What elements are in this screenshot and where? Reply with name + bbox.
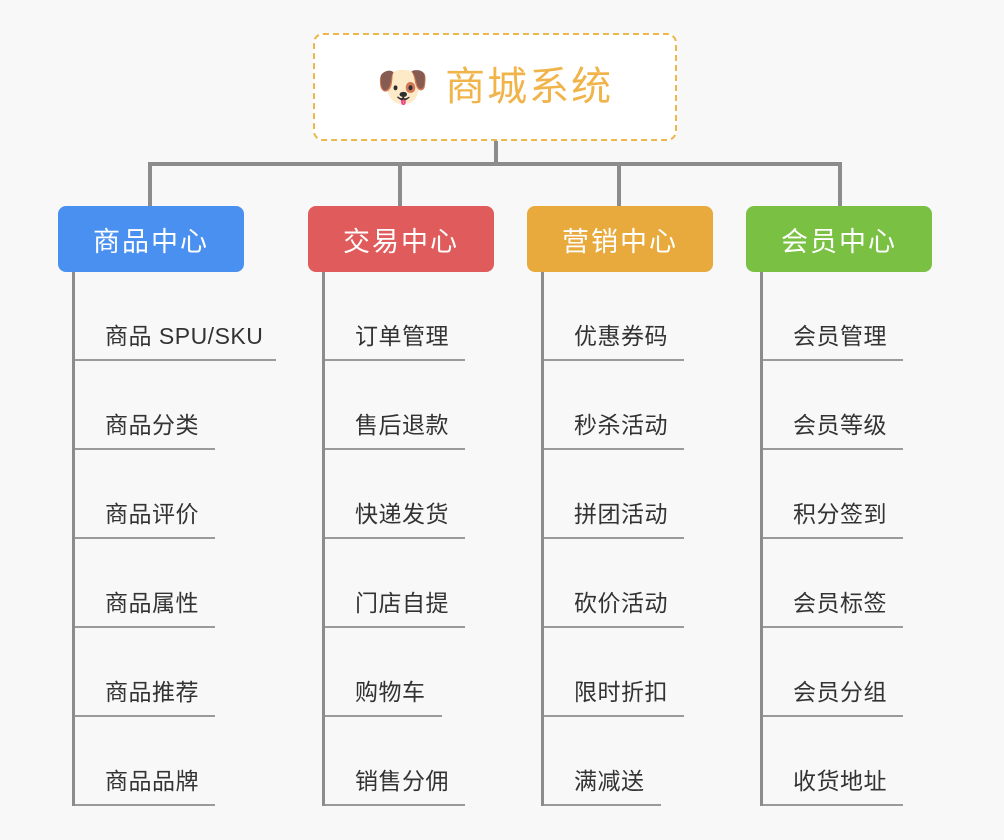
leaf-item-underline bbox=[325, 715, 442, 717]
leaf-item-label: 商品推荐 bbox=[105, 679, 199, 705]
leaf-item-underline bbox=[325, 626, 465, 628]
leaf-item[interactable]: 秒杀活动 bbox=[544, 361, 713, 450]
leaf-list-1: 商品 SPU/SKU 商品分类商品评价商品属性商品推荐商品品牌 bbox=[72, 272, 276, 806]
leaf-item-label: 优惠券码 bbox=[574, 323, 668, 349]
leaf-item-label: 限时折扣 bbox=[574, 679, 668, 705]
branch-header-4[interactable]: 会员中心 bbox=[746, 206, 932, 272]
connector-drop-4 bbox=[838, 162, 842, 208]
leaf-item-underline bbox=[763, 626, 903, 628]
connector-horizontal-bus bbox=[148, 162, 842, 166]
leaf-item-underline bbox=[763, 537, 903, 539]
leaf-item[interactable]: 售后退款 bbox=[325, 361, 494, 450]
leaf-item-label: 商品属性 bbox=[105, 590, 199, 616]
leaf-item[interactable]: 购物车 bbox=[325, 628, 494, 717]
leaf-item-label: 收货地址 bbox=[793, 768, 887, 794]
leaf-list-2: 订单管理售后退款快递发货门店自提购物车销售分佣 bbox=[322, 272, 494, 806]
connector-drop-2 bbox=[398, 162, 402, 208]
leaf-list-4: 会员管理会员等级积分签到会员标签会员分组收货地址 bbox=[760, 272, 932, 806]
leaf-item-underline bbox=[763, 359, 903, 361]
leaf-item[interactable]: 商品属性 bbox=[75, 539, 244, 628]
leaf-item[interactable]: 商品推荐 bbox=[75, 628, 244, 717]
leaf-item-underline bbox=[763, 715, 903, 717]
leaf-item-label: 会员等级 bbox=[793, 412, 887, 438]
leaf-item-underline bbox=[544, 715, 684, 717]
leaf-item[interactable]: 商品分类 bbox=[75, 361, 244, 450]
leaf-item-underline bbox=[544, 537, 684, 539]
leaf-item-label: 售后退款 bbox=[355, 412, 449, 438]
leaf-item-underline bbox=[325, 359, 465, 361]
leaf-item[interactable]: 会员分组 bbox=[763, 628, 932, 717]
leaf-item-label: 会员分组 bbox=[793, 679, 887, 705]
leaf-item[interactable]: 销售分佣 bbox=[325, 717, 494, 806]
leaf-item-underline bbox=[75, 537, 215, 539]
connector-root-stem bbox=[494, 141, 498, 165]
leaf-item[interactable]: 收货地址 bbox=[763, 717, 932, 806]
connector-drop-1 bbox=[148, 162, 152, 208]
branch-header-2[interactable]: 交易中心 bbox=[308, 206, 494, 272]
leaf-item-underline bbox=[75, 448, 215, 450]
leaf-item-underline bbox=[325, 537, 465, 539]
leaf-item-underline bbox=[75, 715, 215, 717]
leaf-item-label: 秒杀活动 bbox=[574, 412, 668, 438]
leaf-item[interactable]: 商品 SPU/SKU bbox=[75, 272, 276, 361]
leaf-item[interactable]: 会员等级 bbox=[763, 361, 932, 450]
leaf-item-label: 砍价活动 bbox=[574, 590, 668, 616]
branch-column-4: 会员中心会员管理会员等级积分签到会员标签会员分组收货地址 bbox=[746, 206, 932, 806]
branch-column-2: 交易中心订单管理售后退款快递发货门店自提购物车销售分佣 bbox=[308, 206, 494, 806]
leaf-item-underline bbox=[544, 448, 684, 450]
leaf-item[interactable]: 砍价活动 bbox=[544, 539, 713, 628]
root-node[interactable]: 🐶 商城系统 bbox=[313, 33, 677, 141]
connector-drop-3 bbox=[617, 162, 621, 208]
leaf-item-label: 快递发货 bbox=[355, 501, 449, 527]
leaf-item-underline bbox=[75, 359, 276, 361]
leaf-list-3: 优惠券码秒杀活动拼团活动砍价活动限时折扣满减送 bbox=[541, 272, 713, 806]
leaf-item[interactable]: 订单管理 bbox=[325, 272, 494, 361]
leaf-item-underline bbox=[325, 804, 465, 806]
leaf-item-underline bbox=[544, 626, 684, 628]
branch-column-3: 营销中心优惠券码秒杀活动拼团活动砍价活动限时折扣满减送 bbox=[527, 206, 713, 806]
leaf-item[interactable]: 门店自提 bbox=[325, 539, 494, 628]
root-title: 商城系统 bbox=[445, 65, 614, 109]
leaf-item-underline bbox=[325, 448, 465, 450]
leaf-item[interactable]: 商品品牌 bbox=[75, 717, 244, 806]
leaf-item-underline bbox=[544, 359, 684, 361]
branch-header-3[interactable]: 营销中心 bbox=[527, 206, 713, 272]
leaf-item-label: 购物车 bbox=[355, 679, 426, 705]
leaf-item[interactable]: 会员标签 bbox=[763, 539, 932, 628]
leaf-item-label: 商品分类 bbox=[105, 412, 199, 438]
leaf-item-label: 商品 SPU/SKU bbox=[105, 323, 264, 349]
leaf-item-label: 销售分佣 bbox=[355, 768, 449, 794]
leaf-item-underline bbox=[544, 804, 661, 806]
leaf-item-label: 订单管理 bbox=[355, 323, 449, 349]
leaf-item[interactable]: 快递发货 bbox=[325, 450, 494, 539]
leaf-item-label: 满减送 bbox=[574, 768, 645, 794]
leaf-item-label: 拼团活动 bbox=[574, 501, 668, 527]
leaf-item[interactable]: 商品评价 bbox=[75, 450, 244, 539]
shiba-dog-face-icon: 🐶 bbox=[376, 63, 430, 110]
leaf-item-label: 商品评价 bbox=[105, 501, 199, 527]
leaf-item-label: 积分签到 bbox=[793, 501, 887, 527]
leaf-item-label: 门店自提 bbox=[355, 590, 449, 616]
branch-header-1[interactable]: 商品中心 bbox=[58, 206, 244, 272]
leaf-item[interactable]: 会员管理 bbox=[763, 272, 932, 361]
leaf-item[interactable]: 满减送 bbox=[544, 717, 713, 806]
leaf-item[interactable]: 积分签到 bbox=[763, 450, 932, 539]
leaf-item-underline bbox=[75, 804, 215, 806]
leaf-item-label: 会员管理 bbox=[793, 323, 887, 349]
leaf-item[interactable]: 优惠券码 bbox=[544, 272, 713, 361]
leaf-item[interactable]: 拼团活动 bbox=[544, 450, 713, 539]
leaf-item-underline bbox=[763, 448, 903, 450]
leaf-item-label: 商品品牌 bbox=[105, 768, 199, 794]
leaf-item-underline bbox=[75, 626, 215, 628]
leaf-item-label: 会员标签 bbox=[793, 590, 887, 616]
branch-column-1: 商品中心商品 SPU/SKU 商品分类商品评价商品属性商品推荐商品品牌 bbox=[58, 206, 276, 806]
leaf-item-underline bbox=[763, 804, 903, 806]
leaf-item[interactable]: 限时折扣 bbox=[544, 628, 713, 717]
